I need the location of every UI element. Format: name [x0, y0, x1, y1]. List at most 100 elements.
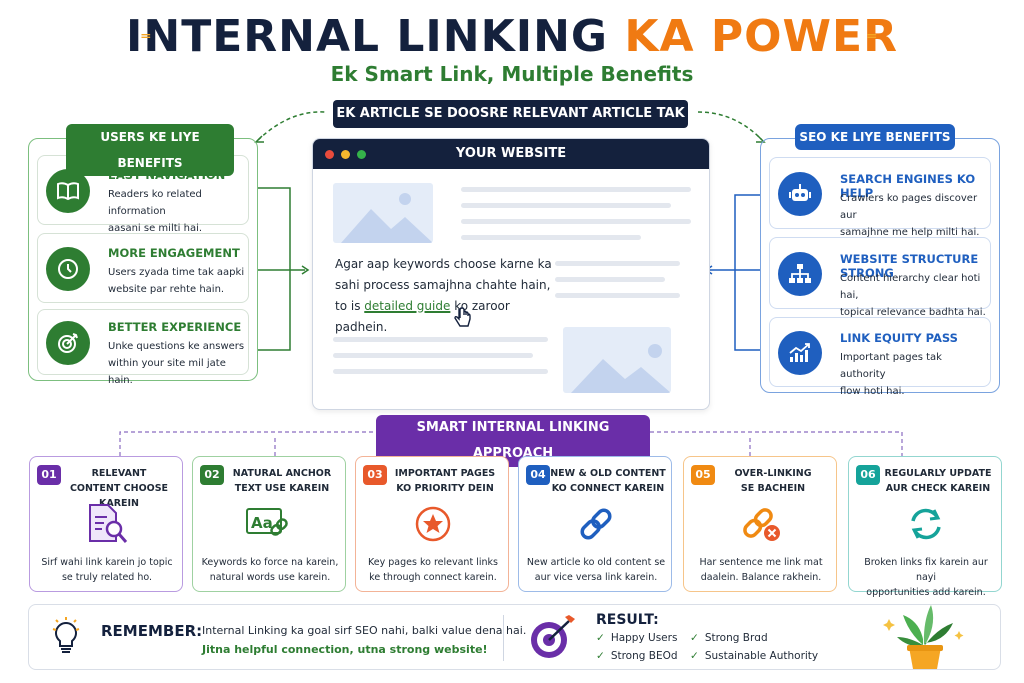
clock-icon [46, 247, 90, 291]
benefit-title: MORE ENGAGEMENT [108, 246, 240, 260]
divider [503, 615, 504, 661]
internal-link[interactable]: detailed guide [364, 299, 451, 313]
window-maximize-dot [357, 150, 366, 159]
text-line [461, 203, 671, 208]
step-number: 05 [691, 465, 715, 485]
bottom-summary: REMEMBER: Internal Linking ka goal sirf … [28, 604, 1001, 670]
users-benefit-card: MORE ENGAGEMENT Users zyada time tak aap… [37, 233, 249, 303]
link-icon [571, 501, 621, 547]
target-icon [46, 321, 90, 365]
potted-plant-icon [879, 597, 969, 673]
result-item: ✓Strong Brɑd [690, 632, 768, 644]
benefit-title: LINK EQUITY PASS [840, 331, 958, 345]
benefit-title: BETTER EXPERIENCE [108, 320, 242, 334]
page-title: ⁼ INTERNAL LINKING KA POWER ⁼ [0, 6, 1024, 68]
sitemap-icon [778, 252, 822, 296]
result-item: ✓Strong BEOd [596, 650, 678, 662]
benefit-text: Content hierarchy clear hoti hai,topical… [840, 273, 986, 318]
book-icon [46, 169, 90, 213]
check-icon: ✓ [690, 650, 699, 662]
text-line [333, 369, 548, 374]
users-benefits-header: USERS KE LIYE BENEFITS [66, 124, 234, 176]
check-icon: ✓ [596, 632, 605, 644]
sparkle-left-icon: ⁼ [140, 28, 153, 53]
text-line [461, 187, 691, 192]
seo-benefit-card: LINK EQUITY PASS Important pages tak aut… [769, 317, 991, 397]
text-line [555, 261, 680, 266]
svg-text:Aa: Aa [251, 514, 273, 532]
step-number: 02 [200, 465, 224, 485]
subtitle: Ek Smart Link, Multiple Benefits [330, 62, 694, 86]
window-close-dot [325, 150, 334, 159]
benefit-title: SEARCH ENGINES KO HELP [840, 172, 976, 200]
result-item: ✓Sustainable Authority [690, 650, 819, 662]
lightbulb-icon [49, 617, 83, 661]
title-part1: INTERNAL LINKING [126, 11, 609, 62]
title-part2: KA POWER [624, 11, 898, 62]
remember-text: Internal Linking ka goal sirf SEO nahi, … [202, 624, 527, 637]
step-number: 03 [363, 465, 387, 485]
sparkle-right-icon: ⁼ [866, 28, 879, 53]
result-item: ✓Happy Users [596, 632, 678, 644]
growth-chart-icon [778, 331, 822, 375]
remember-label: REMEMBER: [101, 622, 203, 640]
document-search-icon [82, 501, 132, 547]
article-text: Agar aap keywords choose karne ka sahi p… [335, 257, 552, 334]
target-arrow-icon [527, 613, 577, 667]
seo-benefits-panel: SEARCH ENGINES KO HELP Crawlers ko pages… [760, 138, 1000, 397]
seo-benefits-header: SEO KE LIYE BENEFITS [795, 124, 955, 150]
website-title: YOUR WEBSITE [455, 146, 567, 161]
seo-benefit-card: SEARCH ENGINES KO HELP Crawlers ko pages… [769, 157, 991, 238]
step-number: 04 [526, 465, 550, 485]
hand-cursor-icon [453, 307, 473, 333]
website-mockup: YOUR WEBSITE Agar aap keywords choose ka… [312, 138, 710, 410]
benefit-title: WEBSITE STRUCTURE STRONG [840, 252, 979, 280]
banner: EK ARTICLE SE DOOSRE RELEVANT ARTICLE TA… [333, 100, 688, 128]
text-line [333, 353, 533, 358]
text-line [333, 337, 548, 342]
seo-benefit-card: WEBSITE STRUCTURE STRONG Content hierarc… [769, 237, 991, 318]
check-icon: ✓ [690, 632, 699, 644]
remember-highlight: Jitna helpful connection, utna strong we… [202, 643, 488, 656]
step-text: Keywords ko force na karein,natural word… [201, 557, 339, 583]
refresh-icon [901, 501, 951, 547]
text-line [461, 235, 641, 240]
image-placeholder-icon [333, 183, 433, 243]
step-number: 06 [856, 465, 880, 485]
anchor-text-icon: Aa [245, 501, 295, 547]
window-minimize-dot [341, 150, 350, 159]
step-number: 01 [37, 465, 61, 485]
text-line [555, 277, 665, 282]
result-label: RESULT: [596, 612, 659, 628]
browser-titlebar: YOUR WEBSITE [313, 139, 709, 169]
check-icon: ✓ [596, 650, 605, 662]
robot-icon [778, 172, 822, 216]
text-line [555, 293, 680, 298]
users-benefit-card: BETTER EXPERIENCE Unke questions ke answ… [37, 309, 249, 386]
star-badge-icon [408, 501, 458, 547]
image-placeholder-icon [563, 327, 671, 393]
broken-link-icon [736, 501, 786, 547]
text-line [461, 219, 691, 224]
